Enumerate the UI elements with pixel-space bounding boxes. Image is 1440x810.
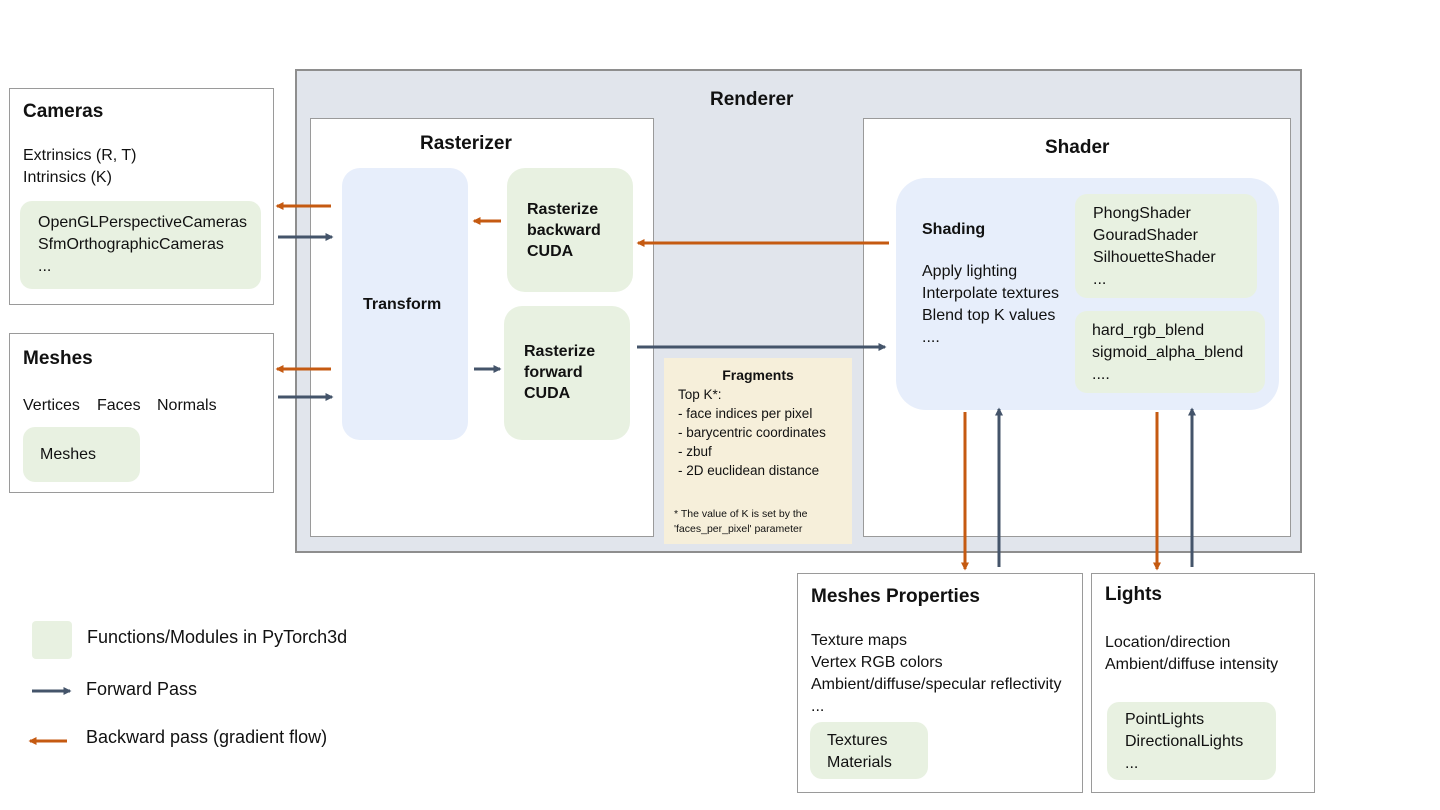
rasterize-backward-label: Rasterize backward CUDA: [527, 201, 601, 260]
fragments-note: * The value of K is set by the 'faces_pe…: [674, 508, 808, 535]
transform-module: [342, 168, 468, 440]
cameras-params: Extrinsics (R, T) Intrinsics (K): [23, 147, 137, 186]
rasterize-forward-label: Rasterize forward CUDA: [524, 343, 596, 402]
legend-backward-label: Backward pass (gradient flow): [86, 727, 328, 747]
mesh-properties-classes-module: [810, 722, 928, 779]
rasterizer-title: Rasterizer: [420, 133, 512, 154]
rasterize-backward-module: [507, 168, 633, 292]
shading-title: Shading: [922, 221, 986, 238]
legend-module-swatch: [32, 621, 72, 659]
meshes-attr-vertices: Vertices: [23, 397, 80, 414]
meshes-title: Meshes: [23, 348, 93, 369]
lights-classes-module: [1107, 702, 1276, 780]
meshes-class-module: [23, 427, 140, 482]
camera-classes-list: OpenGLPerspectiveCameras SfmOrthographic…: [38, 214, 247, 275]
shader-classes-module: [1075, 194, 1257, 298]
lights-params: Location/direction Ambient/diffuse inten…: [1105, 634, 1279, 673]
cameras-title: Cameras: [23, 101, 104, 122]
camera-classes-module: [20, 201, 261, 289]
transform-label: Transform: [363, 296, 442, 313]
mesh-properties-title: Meshes Properties: [811, 586, 980, 607]
meshes-attr-normals: Normals: [157, 397, 217, 414]
fragments-list: Top K*: - face indices per pixel - baryc…: [678, 387, 826, 478]
fragments-box: [664, 358, 852, 544]
legend-modules-label: Functions/Modules in PyTorch3d: [87, 627, 348, 647]
shading-steps: Apply lighting Interpolate textures Blen…: [922, 263, 1059, 346]
meshes-attr-faces: Faces: [97, 397, 141, 414]
mesh-properties-list: Texture maps Vertex RGB colors Ambient/d…: [811, 632, 1062, 715]
lights-classes-list: PointLights DirectionalLights ...: [1125, 711, 1244, 772]
mesh-properties-classes-list: Textures Materials: [827, 732, 892, 771]
meshes-class-label: Meshes: [40, 446, 97, 463]
rasterize-forward-module: [504, 306, 630, 440]
blend-functions-module: [1075, 311, 1265, 393]
shader-classes-list: PhongShader GouradShader SilhouetteShade…: [1093, 205, 1216, 288]
legend-forward-label: Forward Pass: [86, 679, 198, 699]
renderer-title: Renderer: [710, 89, 794, 110]
lights-title: Lights: [1105, 584, 1162, 605]
fragments-title: Fragments: [722, 367, 794, 383]
blend-functions-list: hard_rgb_blend sigmoid_alpha_blend ....: [1092, 322, 1244, 383]
shader-title: Shader: [1045, 137, 1110, 158]
